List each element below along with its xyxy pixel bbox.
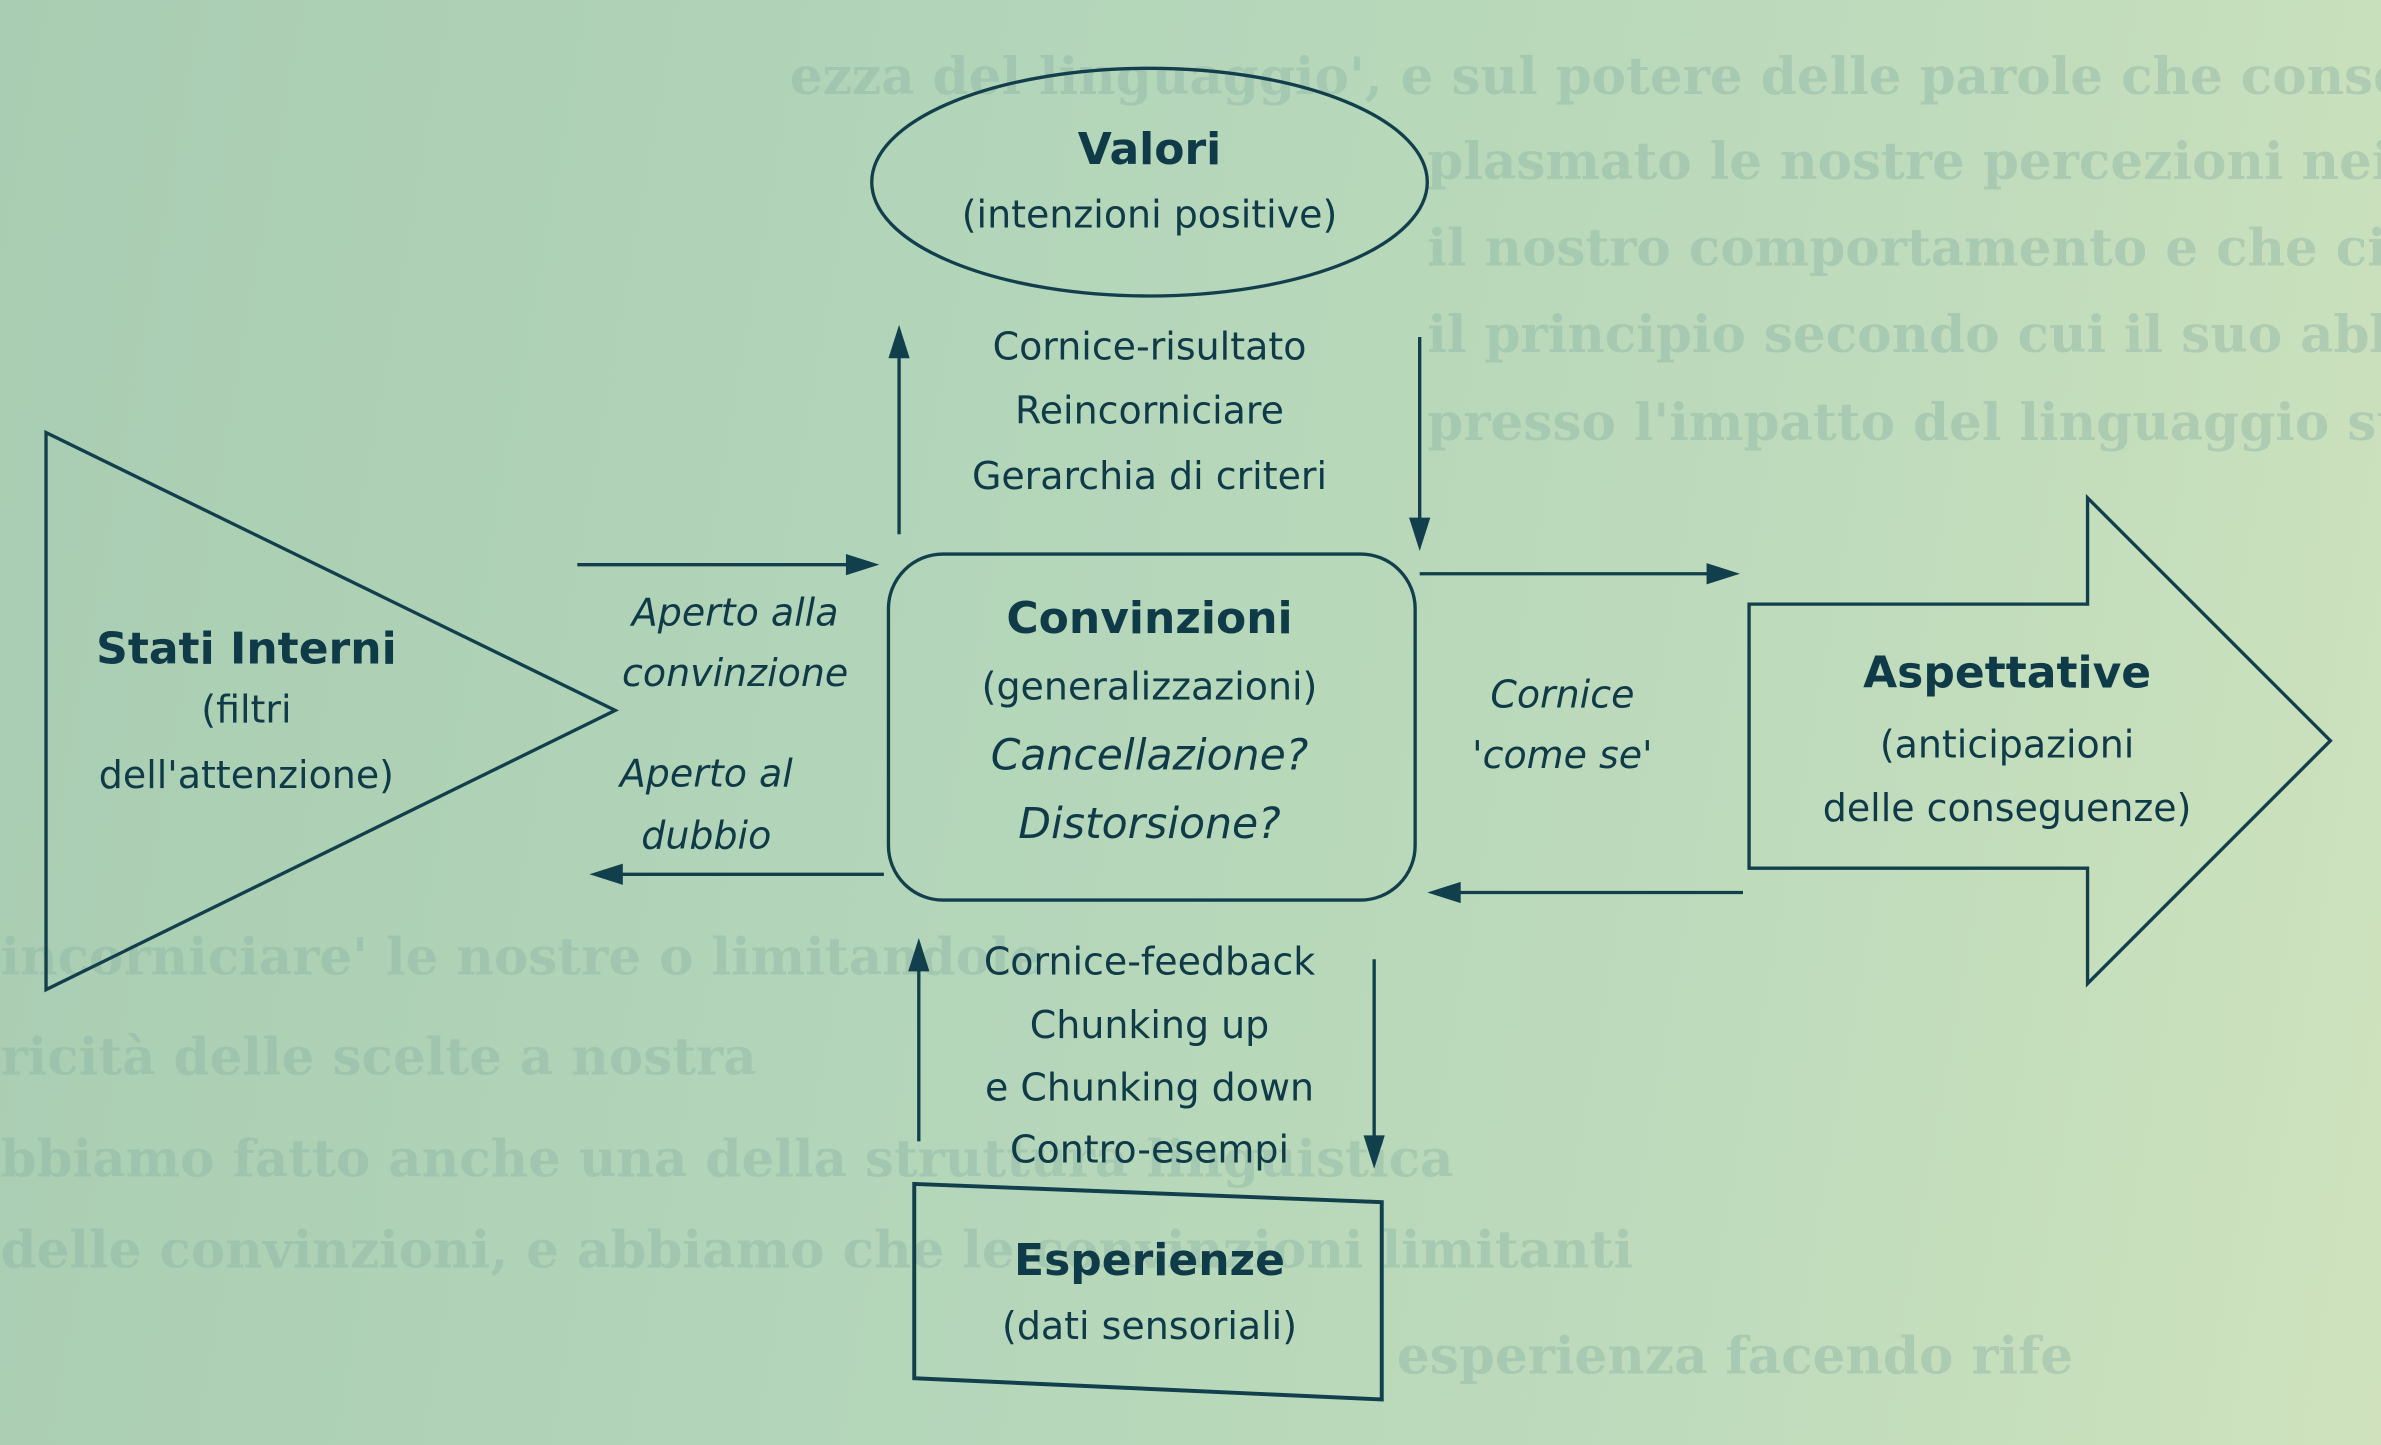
edge-label: Aperto al [617,751,793,795]
edge-label: e Chunking down [985,1065,1314,1109]
edge-label: Cornice [1490,672,1634,716]
esperienze-box [912,1181,1384,1402]
bg-line: esperienza facendo rife [1397,1327,2073,1387]
bg-line: ezza del linguaggio', e sul potere delle… [790,47,2381,107]
bg-line: presso l'impatto del linguaggio sulla no… [1427,393,2381,453]
edge-label: 'come se' [1472,733,1652,777]
bottom-arrows: Cornice-feedback Chunking up e Chunking … [908,938,1385,1172]
stati-interni-triangle [44,429,620,993]
stati-interni-line: (filtri [201,688,291,732]
right-arrows: Cornice 'come se' [1419,563,1743,904]
bg-line: plasmato le nostre percezioni nei confro… [1427,132,2381,192]
valori-subtitle: (intenzioni positive) [962,193,1338,237]
esperienze-subtitle: (dati sensoriali) [1002,1304,1297,1348]
arrowhead-icon [1363,1135,1385,1169]
aspettative-title: Aspettative [1863,648,2151,699]
edge-label: Gerarchia di criteri [972,454,1327,498]
valori-ellipse [870,66,1429,298]
arrowhead-icon [1409,517,1431,551]
edge-label: Chunking up [1030,1003,1269,1047]
stati-interni-line: dell'attenzione) [99,753,394,797]
convinzioni-question: Cancellazione? [991,732,1309,781]
bg-line: delle convinzioni, e abbiamo che le conv… [1,1220,1634,1280]
arrowhead-icon [1706,563,1740,585]
aspettative-line: delle conseguenze) [1823,786,2192,830]
edge-label: Reincorniciare [1015,388,1284,432]
aspettative-line: (anticipazioni [1880,722,2134,766]
arrowhead-icon [888,324,910,359]
convinzioni-question: Distorsione? [1018,800,1280,849]
edge-label: Cornice-feedback [984,939,1315,983]
edge-label: Cornice-risultato [993,325,1307,369]
top-arrows: Cornice-risultato Reincorniciare Gerarch… [888,324,1431,551]
convinzioni-subtitle: (generalizzazioni) [982,665,1318,709]
edge-label: dubbio [641,813,771,857]
aspettative-arrow-shape [1747,493,2333,988]
node-esperienze: Esperienze (dati sensoriali) [912,1181,1384,1402]
bg-line: il nostro comportamento e che ci circond… [1427,219,2381,279]
bg-line: incorniciare' le nostre o limitandole [1,927,1043,987]
arrowhead-icon [589,863,623,885]
stati-interni-title: Stati Interni [96,623,397,674]
node-valori: Valori (intenzioni positive) [870,66,1429,298]
left-arrows: Aperto alla convinzione Aperto al dubbio [577,554,884,885]
bg-line: ricità delle scelte a nostra [1,1028,757,1088]
bg-line: il principio secondo cui il suo abbiamo [1427,305,2381,365]
node-stati-interni: Stati Interni (filtri dell'attenzione) [44,429,620,993]
arrowhead-icon [845,554,880,576]
edge-label: Contro-esempi [1010,1128,1289,1172]
edge-label: Aperto alla [629,590,839,634]
node-aspettative: Aspettative (anticipazioni delle consegu… [1747,493,2333,988]
node-convinzioni: Convinzioni (generalizzazioni) Cancellaz… [886,552,1417,902]
esperienze-title: Esperienze [1014,1235,1285,1286]
edge-label: convinzione [622,651,848,695]
background-bleed-text: ezza del linguaggio', e sul potere delle… [1,47,2381,1387]
bg-line: bbiamo fatto anche una della struttura l… [1,1129,1454,1189]
convinzioni-title: Convinzioni [1006,593,1292,644]
arrowhead-icon [908,938,930,972]
convinzioni-box [886,552,1417,902]
valori-title: Valori [1078,124,1221,175]
arrowhead-icon [1427,881,1461,904]
